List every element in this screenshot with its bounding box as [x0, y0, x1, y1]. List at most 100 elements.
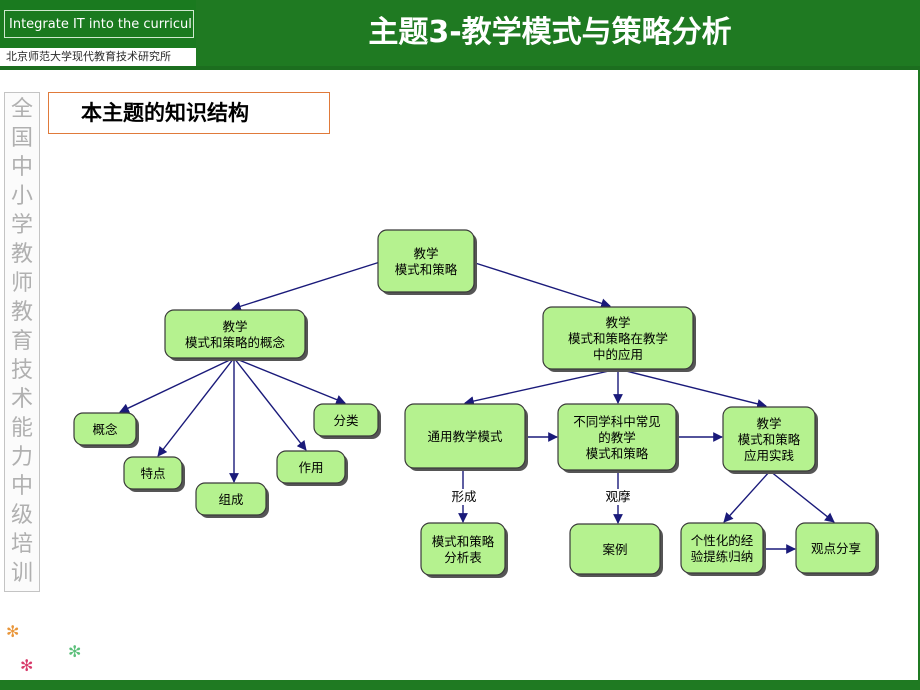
diagram-edges: 形成 观摩 [119, 261, 835, 554]
edge-label-background [448, 489, 480, 505]
node-box [569, 523, 661, 575]
edge-concept-tedian [157, 357, 235, 457]
bottom-bar [0, 680, 920, 690]
node-box [795, 522, 877, 574]
node-label: 通用教学模式 [427, 429, 503, 444]
diagram-node-share: 观点分享 [795, 522, 879, 576]
node-label: 概念 [92, 422, 118, 437]
sidebar-char: 国 [10, 126, 33, 151]
node-label: 的教学 [598, 430, 636, 445]
node-label: 模式和策略 [586, 446, 649, 461]
diagram-node-fenlei: 分类 [313, 403, 381, 439]
node-box [276, 450, 346, 484]
node-box [404, 403, 526, 469]
node-box [557, 403, 677, 471]
diagram-nodes: 教学模式和策略教学模式和策略的概念教学模式和策略在教学中的应用概念特点组成作用分… [73, 229, 879, 578]
edge-concept-gainian [119, 357, 235, 413]
diagram-node-zuoyong: 作用 [276, 450, 348, 486]
diagram-node-cases: 案例 [569, 523, 663, 577]
node-label: 模式和策略的概念 [185, 335, 286, 350]
right-border [918, 70, 920, 680]
node-box [313, 403, 379, 437]
sidebar-char: 技 [10, 358, 33, 383]
section-title: 本主题的知识结构 [48, 92, 330, 134]
edge-label-observation: 观摩 [605, 489, 631, 504]
sidebar-char: 师 [10, 271, 33, 296]
node-label: 模式和策略在教学 [568, 331, 668, 346]
node-box [377, 229, 475, 293]
flower-icon: ✻ [68, 642, 82, 661]
node-label: 作用 [298, 460, 323, 475]
edge-label-formation: 形成 [451, 489, 476, 504]
node-label: 模式和策略 [395, 262, 458, 277]
node-box [722, 406, 816, 472]
edge-practice-share [769, 470, 835, 523]
institute-name: 北京师范大学现代教育技术研究所 [0, 48, 196, 66]
header-bar: Integrate IT into the curriculum 主题3-教学模… [0, 0, 920, 70]
edge-practice-personal [723, 470, 771, 523]
sidebar-char: 中 [10, 155, 33, 180]
diagram-node-gainian: 概念 [73, 412, 139, 448]
node-label: 不同学科中常见 [573, 414, 661, 429]
sidebar-char: 术 [10, 387, 33, 412]
diagram-node-general: 通用教学模式 [404, 403, 528, 471]
sidebar-char: 育 [10, 329, 33, 354]
logo-text: Integrate IT into the curriculum [4, 10, 194, 38]
edge-root-application [471, 261, 611, 308]
node-label: 教学 [413, 246, 438, 261]
flower-icon: ✻ [20, 656, 34, 675]
node-label: 模式和策略 [432, 534, 495, 549]
sidebar-char: 力 [10, 445, 33, 470]
node-label: 验提练归纳 [691, 549, 754, 564]
sidebar-char: 全 [10, 97, 33, 122]
sidebar-char: 学 [10, 213, 33, 238]
diagram-node-tedian: 特点 [123, 456, 185, 492]
edge-label-background [602, 489, 634, 505]
node-label: 中的应用 [593, 347, 643, 362]
title-bar: 主题3-教学模式与策略分析 [196, 0, 920, 66]
node-box [680, 522, 764, 574]
node-label: 观点分享 [811, 541, 861, 556]
sidebar-char: 训 [10, 561, 33, 586]
node-box [542, 306, 694, 370]
node-label: 组成 [218, 492, 243, 507]
header-divider [0, 66, 920, 70]
node-box [195, 482, 267, 516]
logo: Integrate IT into the curriculum [0, 0, 196, 48]
node-label: 模式和策略 [738, 432, 801, 447]
node-label: 分类 [333, 413, 359, 428]
node-label: 应用实践 [744, 448, 795, 463]
node-box [420, 522, 506, 576]
edge-root-concept [231, 261, 381, 312]
node-label: 特点 [140, 466, 165, 481]
edge-concept-zuoyong [233, 357, 307, 451]
sidebar-char: 教 [10, 300, 33, 325]
node-label: 分析表 [444, 550, 482, 565]
node-label: 案例 [602, 542, 627, 557]
page-title: 主题3-教学模式与策略分析 [368, 15, 732, 50]
edge-concept-fenlei [233, 357, 346, 405]
sidebar-char: 小 [10, 184, 33, 209]
flower-icon: ✻ [6, 622, 20, 641]
edge-application-general [464, 368, 619, 406]
node-label: 教学 [756, 416, 781, 431]
sidebar-char: 培 [10, 532, 33, 557]
sidebar-char: 教 [10, 242, 33, 267]
node-box [164, 309, 306, 359]
node-label: 教学 [222, 319, 247, 334]
sidebar-char: 能 [10, 416, 33, 441]
node-label: 个性化的经 [691, 533, 754, 548]
diagram-node-zucheng: 组成 [195, 482, 269, 518]
node-box [73, 412, 137, 446]
sidebar-char: 级 [10, 503, 33, 528]
node-box [123, 456, 183, 490]
node-label: 教学 [605, 315, 630, 330]
side-vertical-title: 全国中小学教师教育技术能力中级培训 [4, 92, 40, 592]
